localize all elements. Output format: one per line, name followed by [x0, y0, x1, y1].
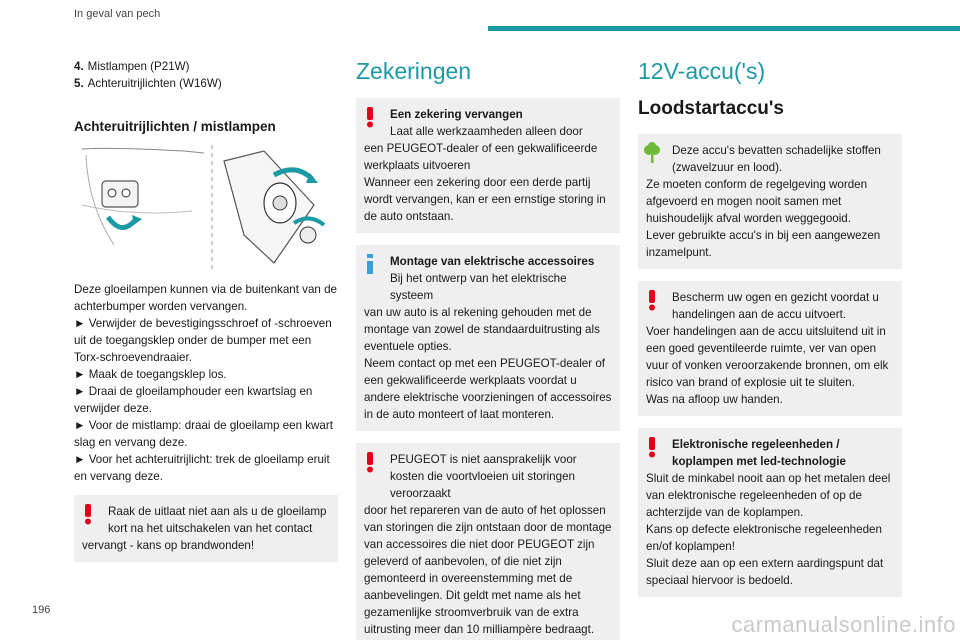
column-3: 12V-accu('s) Loodstartaccu's Deze accu's… [638, 58, 902, 609]
list-item: 4.Mistlampen (P21W) [74, 60, 190, 73]
warning-icon [649, 290, 655, 311]
list-item: 5.Achteruitrijlichten (W16W) [74, 77, 222, 90]
section-heading: 12V-accu('s) [638, 58, 766, 84]
page-number: 196 [32, 604, 51, 616]
running-header: In geval van pech [74, 8, 161, 20]
step-5: ► Voor het achteruitrijlicht: trek de gl… [74, 453, 330, 483]
step-3: ► Draai de gloeilamphouder een kwartslag… [74, 385, 313, 415]
intro-paragraph: Deze gloeilampen kunnen via de buitenkan… [74, 283, 337, 313]
step-4: ► Voor de mistlamp: draai de gloeilamp e… [74, 419, 333, 449]
warning-icon [649, 437, 655, 458]
subsection-heading: Loodstartaccu's [638, 98, 784, 119]
warning-note: Bescherm uw ogen en gezicht voordat u ha… [638, 281, 902, 416]
watermark: carmanualsonline.info [731, 612, 956, 637]
warning-icon [367, 452, 373, 473]
bumper-illustration [74, 145, 338, 271]
bulb-list: 4.Mistlampen (P21W) 5.Achteruitrijlichte… [74, 58, 338, 92]
warning-note: Raak de uitlaat niet aan als u de gloeil… [74, 495, 338, 562]
section-heading: Achteruitrijlichten / mistlampen [74, 119, 276, 134]
leaf-icon [644, 142, 660, 163]
section-heading: Zekeringen [356, 58, 472, 84]
header-accent-bar [488, 26, 960, 31]
warning-note: Elektronische regeleenheden / koplampen … [638, 428, 902, 597]
step-1: ► Verwijder de bevestigingsschroef of -s… [74, 317, 332, 364]
environment-note: Deze accu's bevatten schadelijke stoffen… [638, 134, 902, 269]
column-1: 4.Mistlampen (P21W) 5.Achteruitrijlichte… [74, 58, 338, 574]
info-icon [367, 254, 373, 274]
warning-note: PEUGEOT is niet aansprakelijk voor koste… [356, 443, 620, 640]
warning-icon [85, 504, 91, 525]
step-2: ► Maak de toegangsklep los. [74, 368, 227, 381]
warning-icon [367, 107, 373, 128]
